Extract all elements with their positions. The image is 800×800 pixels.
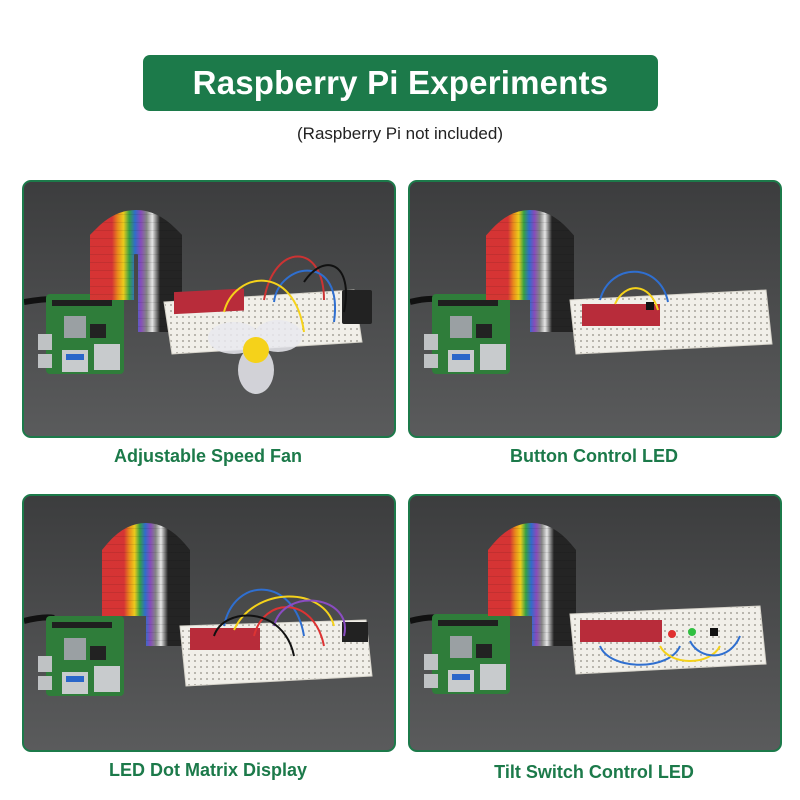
green-led xyxy=(688,628,696,636)
push-button xyxy=(646,302,654,310)
page-subtitle: (Raspberry Pi not included) xyxy=(297,124,503,143)
red-led xyxy=(668,630,676,638)
tilt-switch-circuit-illustration xyxy=(410,496,780,750)
page-title: Raspberry Pi Experiments xyxy=(192,64,609,101)
experiment-photo-dot-matrix xyxy=(22,494,396,752)
fan-circuit-illustration xyxy=(24,182,394,436)
caption-fan: Adjustable Speed Fan xyxy=(113,446,303,466)
raspberry-pi-board xyxy=(424,294,510,374)
title-banner: Raspberry Pi Experiments xyxy=(143,55,658,111)
experiment-photo-button-led xyxy=(408,180,782,438)
caption-button-led: Button Control LED xyxy=(510,446,678,466)
dot-matrix-circuit-illustration xyxy=(24,496,394,750)
experiment-photo-tilt-switch xyxy=(408,494,782,752)
fan-blades xyxy=(208,320,302,394)
raspberry-pi-board xyxy=(38,294,124,374)
experiment-photo-fan xyxy=(22,180,396,438)
caption-dot-matrix: LED Dot Matrix Display xyxy=(108,760,308,780)
raspberry-pi-board xyxy=(424,614,510,694)
caption-tilt-switch: Tilt Switch Control LED xyxy=(494,762,694,782)
tilt-switch xyxy=(710,628,718,636)
button-led-circuit-illustration xyxy=(410,182,780,436)
raspberry-pi-board xyxy=(38,616,124,696)
